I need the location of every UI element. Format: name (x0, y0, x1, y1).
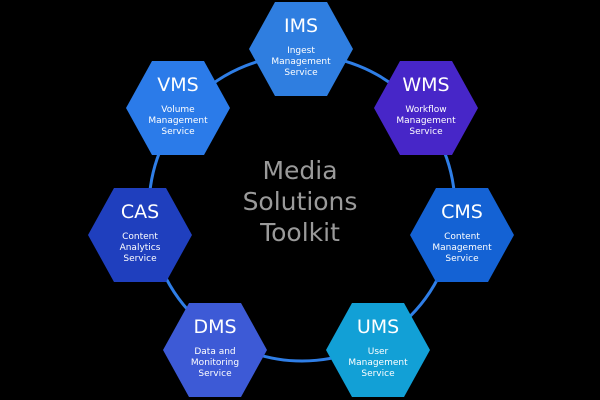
node-ims-service: Ingest Management Service (271, 46, 331, 78)
node-ums: UMS User Management Service (326, 303, 430, 397)
node-ims: IMS Ingest Management Service (249, 2, 353, 96)
node-ums-abbr: UMS (356, 316, 400, 338)
node-vms-abbr: VMS (157, 74, 199, 96)
node-cms-service: Content Management Service (432, 232, 492, 264)
node-wms-abbr: WMS (402, 74, 450, 96)
node-cms-abbr: CMS (441, 201, 483, 223)
node-cms: CMS Content Management Service (410, 188, 514, 282)
node-ims-abbr: IMS (283, 15, 319, 37)
center-title-line-1: Media (262, 156, 338, 185)
center-title-line-2: Solutions (242, 187, 358, 216)
center-title-line-3: Toolkit (260, 218, 340, 247)
node-wms: WMS Workflow Management Service (374, 61, 478, 155)
node-wms-service: Workflow Management Service (396, 105, 456, 137)
node-cas-service: Content Analytics Service (119, 232, 161, 264)
node-vms-service: Volume Management Service (148, 105, 208, 137)
node-dms-service: Data and Monitoring Service (190, 347, 240, 379)
node-cas-abbr: CAS (120, 201, 160, 223)
node-dms-abbr: DMS (193, 316, 237, 338)
node-ums-service: User Management Service (348, 347, 408, 379)
center-title: Media Solutions Toolkit (200, 155, 400, 248)
